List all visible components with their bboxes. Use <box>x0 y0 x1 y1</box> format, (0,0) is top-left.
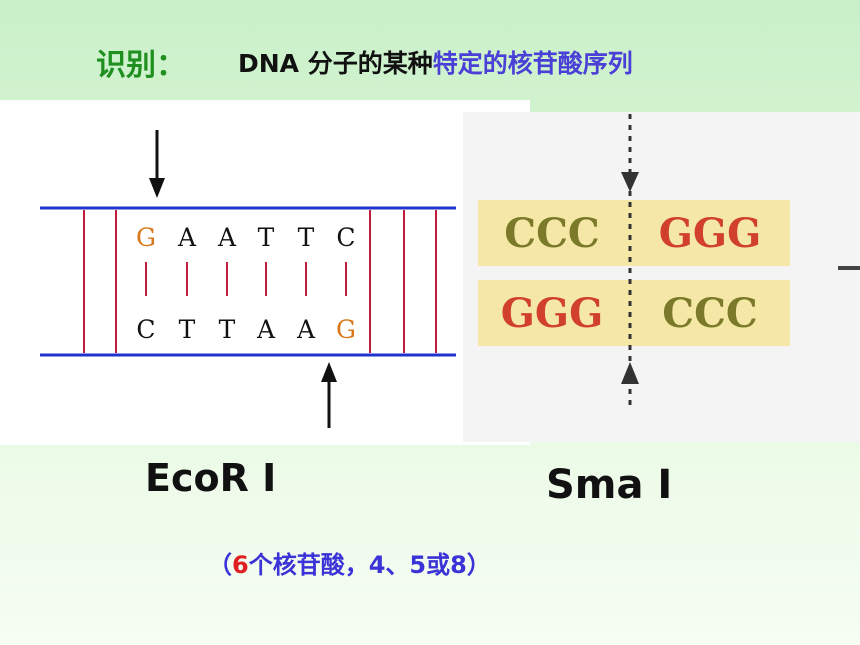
title-label: 识别： <box>96 48 186 83</box>
smai-up-arrow-icon <box>621 362 639 384</box>
note-rest: 个核苷酸，4、5或8） <box>248 551 491 579</box>
up-arrow-icon <box>321 362 337 428</box>
top-strand-bases: G A A T T C <box>136 223 356 252</box>
smai-figure-panel <box>463 112 860 442</box>
title-text: DNA 分子的某种特定的核苷酸序列 <box>238 44 633 80</box>
base-bottom-5: A <box>296 315 316 344</box>
smai-down-arrow-icon <box>621 172 639 192</box>
base-top-1: G <box>136 223 156 252</box>
base-top-6: C <box>336 223 355 252</box>
base-bottom-4: A <box>256 315 276 344</box>
title-text-plain: DNA 分子的某种 <box>238 49 433 78</box>
base-bottom-2: T <box>179 315 196 344</box>
base-bottom-6: G <box>336 315 356 344</box>
title-text-highlight: 特定的核苷酸序列 <box>432 49 633 78</box>
base-pair-bonds <box>145 262 347 296</box>
note-open: （ <box>208 551 232 579</box>
bottom-strand-bases: C T T A A G <box>136 315 356 344</box>
down-arrow-icon <box>149 130 165 198</box>
base-top-5: T <box>298 223 315 252</box>
smai-top-left: CCC <box>504 210 600 257</box>
top-band <box>478 200 790 266</box>
enzyme-name-smai: Sma Ⅰ <box>546 462 673 508</box>
base-top-4: T <box>258 223 275 252</box>
smai-top-right: GGG <box>659 210 761 257</box>
ecori-diagram: G A A T T C C T T A A G <box>40 130 456 428</box>
slide-title: 识别： DNA 分子的某种特定的核苷酸序列 <box>0 36 860 86</box>
smai-bottom-left: GGG <box>501 290 603 337</box>
outer-rungs <box>83 210 437 353</box>
base-top-2: A <box>177 223 197 252</box>
bottom-band <box>478 280 790 346</box>
base-bottom-3: T <box>219 315 236 344</box>
enzyme-name-ecori: EcoR Ⅰ <box>145 456 277 500</box>
nucleotide-count-note: （6个核苷酸，4、5或8） <box>208 545 491 580</box>
smai-bottom-right: CCC <box>662 290 758 337</box>
base-bottom-1: C <box>136 315 155 344</box>
note-count: 6 <box>232 551 249 579</box>
smai-diagram: CCC GGG GGG CCC <box>478 114 860 410</box>
base-top-3: A <box>217 223 237 252</box>
